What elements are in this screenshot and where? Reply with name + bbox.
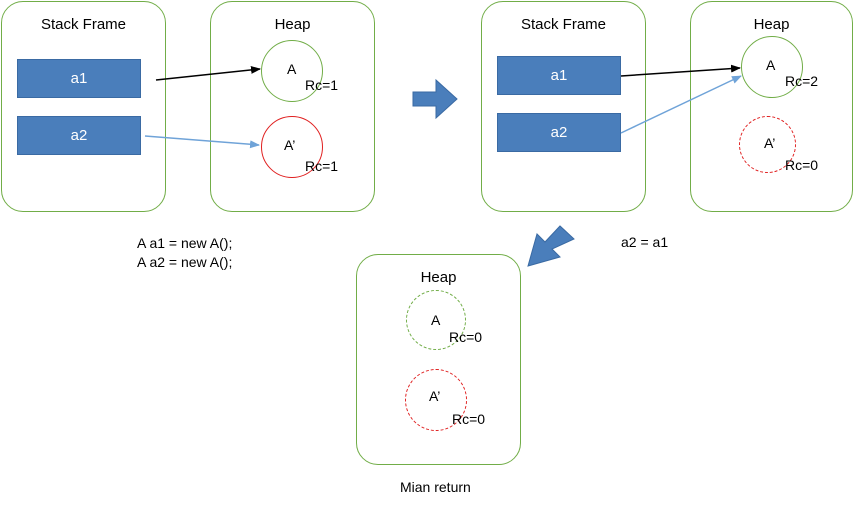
reference-arrow-a2-to-a-prime <box>144 135 260 149</box>
object-a-circle <box>741 36 803 98</box>
code-line-1: A a1 = new A(); <box>137 235 233 251</box>
step-2-code: a2 = a1 <box>621 234 669 250</box>
variable-a2-box: a2 <box>17 116 141 155</box>
reference-arrow-a1-to-a <box>620 64 741 77</box>
step-arrow-down-left <box>527 225 575 267</box>
reference-arrow-a1-to-a <box>155 65 261 81</box>
code-line-2: A a2 = new A(); <box>137 254 233 270</box>
object-a-prime-refcount: Rc=0 <box>785 157 819 173</box>
object-a-prime-refcount: Rc=0 <box>452 411 486 427</box>
stack-frame-panel-1: Stack Frame <box>1 1 166 212</box>
object-a-circle <box>406 290 466 350</box>
object-a-prime-circle <box>405 369 467 431</box>
object-a-refcount: Rc=0 <box>449 329 483 345</box>
object-a-prime-refcount: Rc=1 <box>305 158 339 174</box>
variable-a1-box: a1 <box>497 56 621 95</box>
stack-frame-title: Stack Frame <box>520 16 607 33</box>
variable-a1-box: a1 <box>17 59 141 98</box>
object-a-refcount: Rc=2 <box>785 73 819 89</box>
object-a-prime-circle <box>261 116 323 178</box>
object-a-prime-label: A’ <box>764 135 776 151</box>
step-3-caption: Mian return <box>400 479 471 495</box>
reference-arrow-a2-to-a <box>620 75 742 134</box>
stack-frame-panel-2: Stack Frame <box>481 1 646 212</box>
object-a-prime-circle <box>739 116 796 173</box>
object-a-label: A <box>287 61 297 77</box>
object-a-label: A <box>431 312 441 328</box>
step-1-code: A a1 = new A(); A a2 = new A(); <box>137 234 232 272</box>
variable-a2-box: a2 <box>497 113 621 152</box>
object-a-prime-label: A’ <box>284 137 296 153</box>
object-a-label: A <box>766 57 776 73</box>
object-a-prime-label: A’ <box>429 388 441 404</box>
heap-title: Heap <box>274 16 311 33</box>
heap-title: Heap <box>753 16 790 33</box>
step-arrow-right <box>412 78 458 120</box>
stack-frame-title: Stack Frame <box>40 16 127 33</box>
heap-title: Heap <box>420 269 457 286</box>
heap-panel-3: Heap <box>356 254 521 465</box>
object-a-circle <box>261 40 323 102</box>
object-a-refcount: Rc=1 <box>305 77 339 93</box>
